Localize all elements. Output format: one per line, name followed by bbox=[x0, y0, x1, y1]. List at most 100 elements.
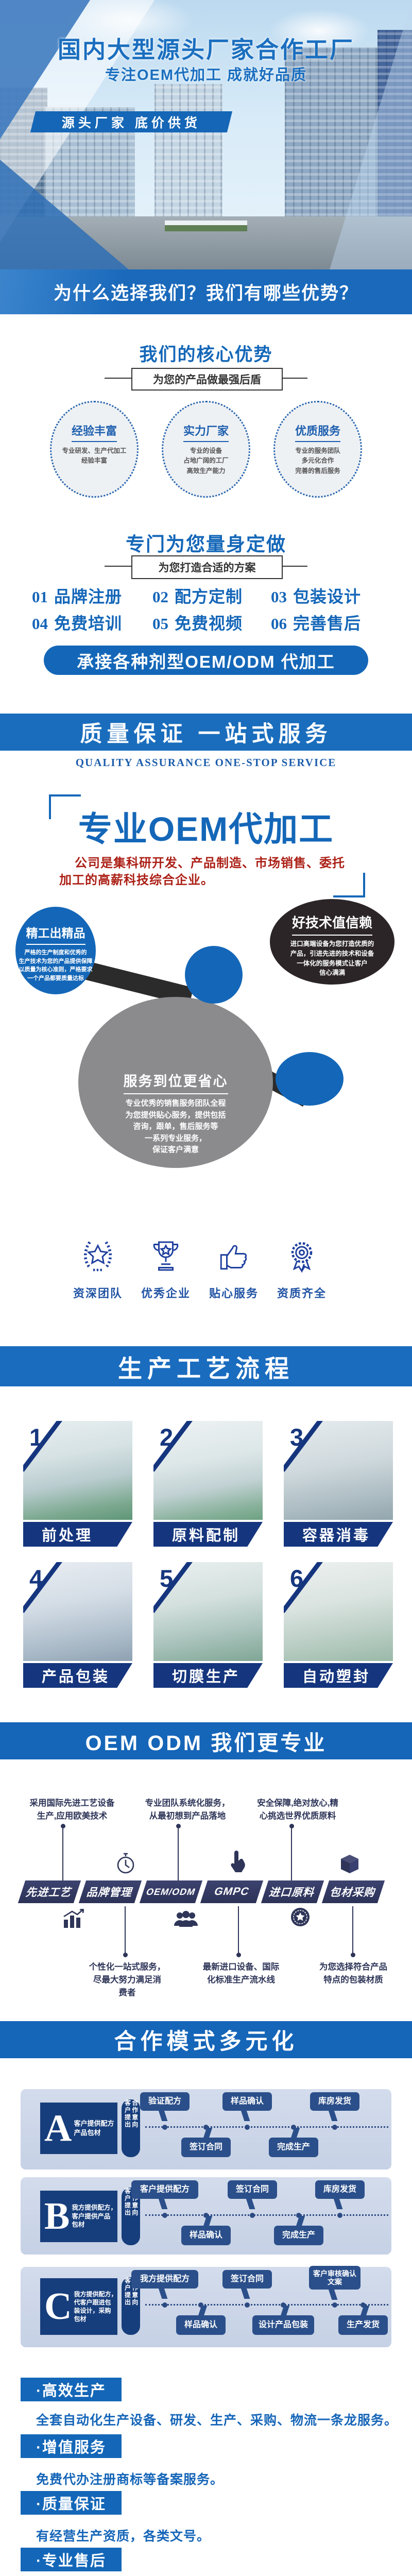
pointer-hand-icon bbox=[226, 1851, 246, 1874]
step-label: 产品包装 bbox=[23, 1663, 132, 1688]
timeline-dot bbox=[236, 1953, 241, 1957]
bubble: 客户提供配方 bbox=[131, 2180, 198, 2199]
process-photo: 3 bbox=[284, 1421, 393, 1520]
panel-dot bbox=[162, 2302, 167, 2308]
timeline-bottom-text-3: 为您选择符合产品 特点的包装材质 bbox=[319, 1962, 387, 1985]
panel-letter-box: C 我方提供配方， 代客户跟进包 装设计，采购 包材 bbox=[40, 2278, 117, 2335]
item-label: 完善售后 bbox=[293, 614, 362, 633]
coop-panel-b: B 我方提供配方， 客户提供产品 包材 客户提出 合作意向 客户提供配方 签订合… bbox=[21, 2177, 391, 2255]
bubble: 完成生产 bbox=[274, 2226, 323, 2245]
bubble: 库房发货 bbox=[310, 2092, 359, 2111]
people-icon bbox=[173, 1909, 199, 1930]
circle-title: 好技术值信赖 bbox=[291, 912, 372, 936]
circle-black-tech: 好技术值信赖 进口高端设备为您打造优质的 产品，引进先进的技术和设备 一体化的服… bbox=[270, 899, 394, 985]
coop-panel-a: A 客户提供配方 产品包材 客户提出 合作意向 验证配方 样品确认 库房发货 签… bbox=[21, 2089, 391, 2170]
road-median-fence bbox=[165, 221, 247, 225]
panel-dot bbox=[332, 2302, 337, 2308]
panel-dot bbox=[245, 2125, 250, 2130]
pill-text-left: 客户提出 bbox=[124, 2099, 131, 2128]
medal-icon bbox=[291, 1242, 313, 1273]
panel-letter: C bbox=[44, 2285, 72, 2328]
process-photo: 5 bbox=[153, 1562, 263, 1661]
tagline-line-left bbox=[105, 378, 131, 379]
core-tagline-box: 为您的产品做最强后盾 bbox=[131, 368, 283, 391]
core-oval-factory: 实力厂家 专业的设备 占地广阔的工厂 高效生产能力 bbox=[162, 401, 250, 498]
circle-small-blue-2 bbox=[276, 1052, 344, 1106]
frame-corner-topleft bbox=[49, 794, 81, 819]
why-choose-banner: 为什么选择我们？我们有哪些优势？ bbox=[0, 269, 412, 314]
tailor-item-5: 05 免费视频 bbox=[152, 611, 243, 634]
item-label: 包装设计 bbox=[293, 587, 362, 606]
hero-ribbon: 源头厂家 底价供货 bbox=[30, 111, 233, 132]
panel-dot bbox=[245, 2302, 250, 2308]
panel-dotline bbox=[145, 2304, 388, 2306]
panel-desc: 客户提供配方 产品包材 bbox=[74, 2120, 114, 2137]
timeline-dot bbox=[176, 1824, 181, 1828]
core-oval-experience: 经验丰富 专业研发、生产代加工 经验丰富 bbox=[50, 401, 139, 498]
process-card-2: 2 原料配制 bbox=[153, 1421, 263, 1547]
tagline-line-right bbox=[281, 378, 307, 379]
bubble: 设计产品包装 bbox=[252, 2315, 314, 2335]
circle-text: 严格的生产制度和优秀的 生产技术为您的产品提供保障 以质量为核心准则，严格要求 … bbox=[19, 950, 93, 981]
ribbon-gmpc: GMPC bbox=[200, 1880, 264, 1903]
timeline-line bbox=[352, 1906, 353, 1954]
item-number: 02 bbox=[152, 588, 168, 606]
panel-dot bbox=[281, 2302, 286, 2308]
panel-dot bbox=[250, 2213, 255, 2218]
timeline-line bbox=[238, 1906, 239, 1954]
tailor-heading: 专门为您量身定做 bbox=[126, 534, 286, 555]
panel-dotline bbox=[145, 2214, 388, 2216]
core-heading: 我们的核心优势 bbox=[139, 345, 273, 365]
panel-letter-box: A 客户提供配方 产品包材 bbox=[40, 2103, 117, 2154]
ribbon-packaging: 包材采购 bbox=[321, 1880, 385, 1903]
hero-ribbon-text: 源头厂家 底价供货 bbox=[62, 115, 201, 130]
step-number: 2 bbox=[160, 1423, 174, 1451]
pill-text-left: 客户提出 bbox=[124, 2188, 131, 2216]
frame-corner-bottomright bbox=[333, 873, 365, 897]
clock-icon bbox=[115, 1852, 136, 1874]
panel-dot bbox=[203, 2213, 209, 2218]
process-card-6: 6 自动塑封 bbox=[284, 1562, 393, 1688]
step-label: 切膜生产 bbox=[153, 1663, 263, 1688]
bubble: 样品确认 bbox=[181, 2226, 231, 2245]
thumbs-up-icon bbox=[220, 1245, 247, 1270]
timeline-line bbox=[178, 1828, 179, 1882]
timeline-line bbox=[125, 1906, 126, 1954]
step-label: 自动塑封 bbox=[284, 1663, 393, 1688]
bubble: 我方提供配方 bbox=[131, 2270, 198, 2289]
pill-text-left: 客户提出 bbox=[124, 2277, 131, 2306]
bubble: 客户审核确认文案 bbox=[309, 2266, 360, 2290]
pill-text-right: 合作意向 bbox=[131, 2099, 139, 2128]
oval-text: 专业的设备 占地广阔的工厂 高效生产能力 bbox=[183, 447, 229, 474]
step-label: 原料配制 bbox=[153, 1522, 263, 1547]
step-number: 4 bbox=[29, 1565, 43, 1592]
item-label: 品牌注册 bbox=[54, 587, 123, 606]
hero-title: 国内大型源头厂家合作工厂 bbox=[57, 37, 354, 63]
oval-text: 专业的服务团队 多元化合作 完善的售后服务 bbox=[295, 447, 340, 474]
badge-label: 优秀企业 bbox=[141, 1287, 191, 1300]
feature-label-production: ·高效生产 bbox=[21, 2378, 122, 2401]
step-number: 1 bbox=[29, 1423, 43, 1451]
ribbon-material: 进口原料 bbox=[261, 1880, 324, 1903]
timeline-dot bbox=[351, 1953, 355, 1957]
circle-text: 专业优秀的销售服务团队全程 为您提供贴心服务，提供包括 咨询，跟单，售后服务等 … bbox=[125, 1099, 226, 1154]
step-number: 6 bbox=[290, 1565, 304, 1592]
timeline-bottom-text-1: 个性化一站式服务， 尽最大努力满足消 费者 bbox=[89, 1962, 166, 1997]
timeline-top-text-3: 安全保障,绝对放心,精 心挑选世界优质原料 bbox=[257, 1799, 338, 1821]
hero-subtitle: 专注OEM代加工 成就好品质 bbox=[105, 67, 307, 83]
feature-text: 免费代办注册商标等备案服务。 bbox=[36, 2472, 224, 2487]
bubble: 验证配方 bbox=[140, 2092, 190, 2111]
oval-text: 专业研发、生产代加工 经验丰富 bbox=[62, 447, 127, 465]
process-card-1: 1 前处理 bbox=[23, 1421, 132, 1547]
circle-blue-quality: 精工出精品 严格的生产制度和优秀的 生产技术为您的产品提供保障 以质量为核心准则… bbox=[15, 907, 96, 994]
bubble: 样品确认 bbox=[176, 2315, 226, 2335]
road-median-hedge bbox=[165, 225, 247, 231]
feature-text: 有经营生产资质，各类文号。 bbox=[36, 2529, 211, 2544]
timeline-dot bbox=[123, 1953, 128, 1957]
process-photo: 6 bbox=[284, 1562, 393, 1661]
circle-gray-service: 服务到位更省心 专业优秀的销售服务团队全程 为您提供贴心服务，提供包括 咨询，跟… bbox=[78, 997, 273, 1168]
oem-intro-title: 专业OEM代加工 bbox=[78, 810, 334, 848]
coop-banner-1: 合作模式多元化 bbox=[0, 2021, 412, 2058]
feature-label-value: ·增值服务 bbox=[21, 2434, 122, 2458]
tailor-item-1: 01 品牌注册 bbox=[32, 584, 122, 607]
